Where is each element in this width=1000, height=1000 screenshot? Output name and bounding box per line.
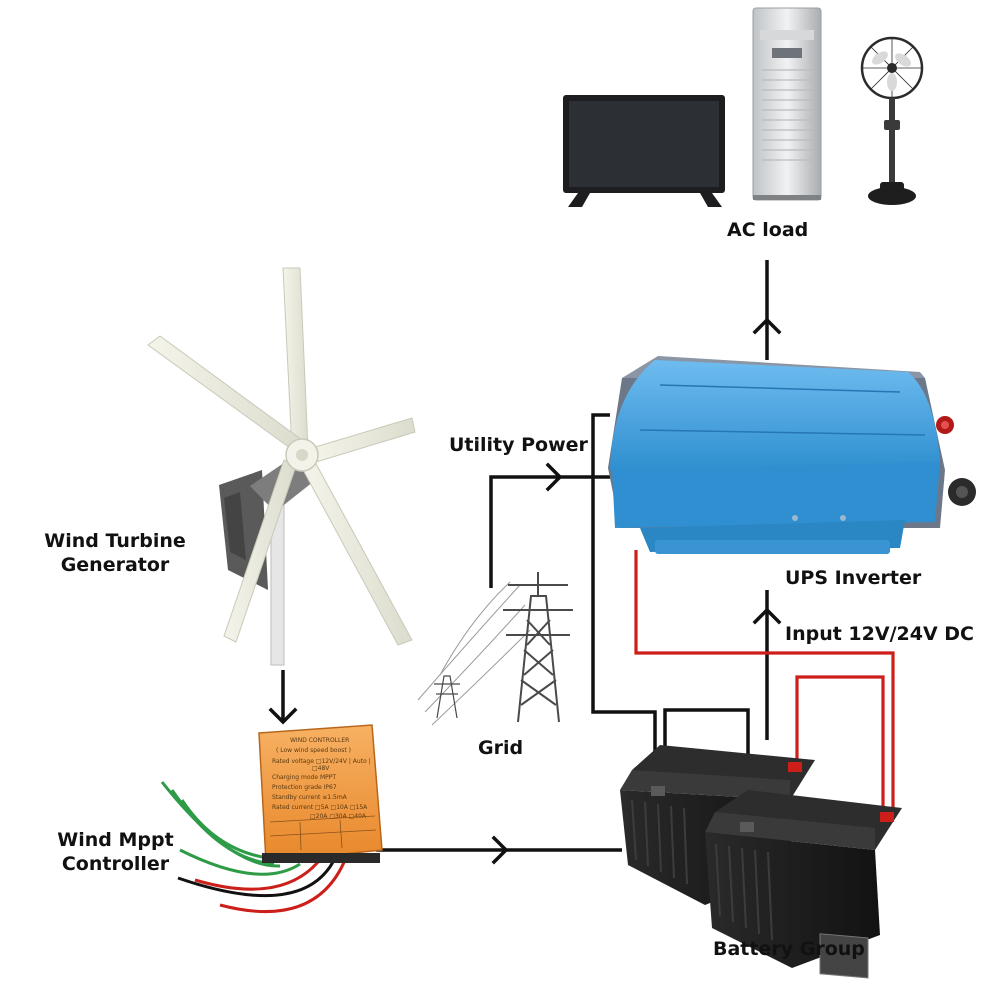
controller-rated-voltage: Rated voltage □12V/24V | Auto |: [272, 758, 371, 765]
grid-label: Grid: [478, 737, 524, 759]
right-arrow-battery: [491, 835, 509, 865]
controller-rated-current: Rated current □5A □10A □15A: [272, 804, 368, 811]
wind-mppt-controller-label: Wind Mppt Controller: [48, 828, 183, 876]
battery-icon: [620, 745, 902, 979]
right-arrow-utility: [545, 462, 563, 492]
tv-icon: [563, 95, 725, 207]
controller-wires: [160, 781, 347, 913]
input-dc-label: Input 12V/24V DC: [785, 623, 974, 645]
controller-rated-current-2: □20A □30A □40A: [310, 813, 367, 820]
utility-power-label: Utility Power: [449, 434, 588, 456]
ups-inverter-label: UPS Inverter: [785, 567, 922, 589]
wind-turbine-label-line1: Wind Turbine: [44, 530, 186, 552]
arrow-heads: [268, 317, 782, 865]
ac-load-label: AC load: [727, 219, 809, 241]
power-tower-icon: [417, 572, 573, 726]
down-arrow-controller: [268, 707, 298, 725]
wind-turbine-label-line2: Generator: [60, 554, 170, 576]
controller-48v: □48V: [312, 765, 330, 772]
battery-group-label: Battery Group: [713, 938, 865, 960]
controller-charging-mode: Charging mode MPPT: [272, 774, 336, 781]
controller-subtitle: ( Low wind speed boost ): [276, 747, 351, 754]
wind-turbine-icon: [147, 267, 416, 666]
inverter-icon: [608, 356, 976, 554]
controller-protection: Protection grade IP67: [272, 784, 337, 791]
wind-turbine-generator-label: Wind Turbine Generator: [40, 529, 190, 577]
air-conditioner-icon: [752, 7, 822, 201]
mppt-label-line1: Wind Mppt: [57, 829, 174, 851]
standing-fan-icon: [860, 36, 924, 205]
up-arrow-ac: [752, 317, 782, 335]
controller-title: WIND CONTROLLER: [290, 737, 349, 744]
controller-standby: Standby current ≤1.5mA: [272, 794, 348, 801]
dc-positive-lines: [634, 550, 895, 810]
mppt-label-line2: Controller: [61, 853, 170, 875]
up-arrow-inverter: [752, 607, 782, 625]
controller-icon: WIND CONTROLLER ( Low wind speed boost )…: [258, 724, 383, 863]
